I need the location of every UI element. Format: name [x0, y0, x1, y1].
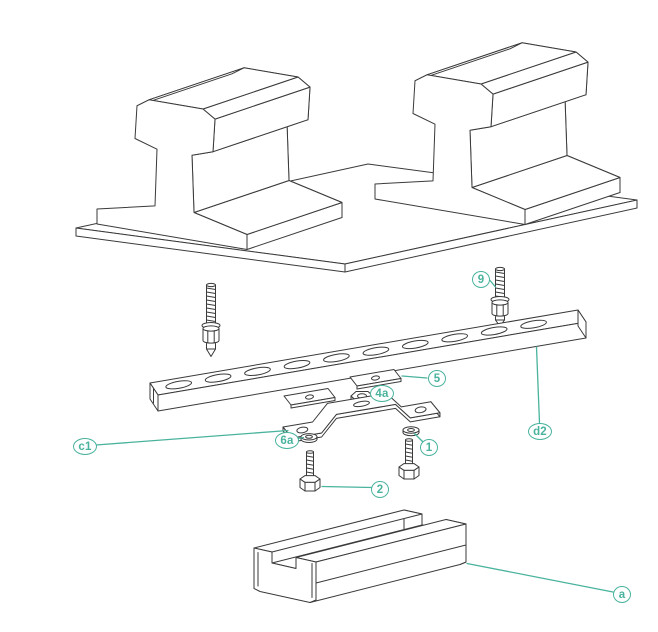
callout-1: 1 — [420, 439, 438, 456]
rail-left — [96, 67, 343, 250]
callout-5: 5 — [428, 370, 446, 387]
mounting-channel — [253, 509, 467, 603]
leader-line-1 — [413, 432, 424, 443]
strut-channel — [149, 309, 587, 412]
washer-left — [300, 433, 318, 443]
thread-lines — [495, 271, 505, 298]
callout-4a: 4a — [370, 385, 394, 402]
hex-bolt-left — [299, 450, 321, 492]
washer-right — [402, 426, 420, 437]
hanger-bolt-right — [490, 266, 510, 327]
callout-6a: 6a — [275, 432, 299, 449]
thread-lines — [306, 455, 314, 474]
callout-a: a — [613, 586, 631, 603]
channel-nut-plate-lower — [283, 388, 336, 409]
leader-line-a — [466, 562, 614, 593]
leader-line-d2 — [535, 346, 541, 424]
channel-nut-plate-upper — [349, 369, 402, 390]
callout-2: 2 — [371, 481, 389, 498]
leader-line-2 — [321, 485, 373, 489]
rail-right — [374, 42, 621, 225]
thread-lines — [206, 287, 216, 322]
callout-leaders — [95, 279, 614, 593]
callout-9: 9 — [472, 271, 490, 288]
hanger-bolt-left — [201, 282, 221, 357]
leader-line-c1 — [95, 429, 289, 446]
strut-slots — [165, 319, 547, 390]
hex-bolt-right — [398, 438, 420, 480]
leader-line-9 — [489, 279, 497, 288]
leader-line-5 — [401, 375, 428, 379]
thread-lines — [405, 443, 413, 462]
callout-c1: c1 — [73, 438, 97, 455]
callout-d2: d2 — [528, 423, 552, 440]
leader-line-6a — [297, 436, 305, 440]
